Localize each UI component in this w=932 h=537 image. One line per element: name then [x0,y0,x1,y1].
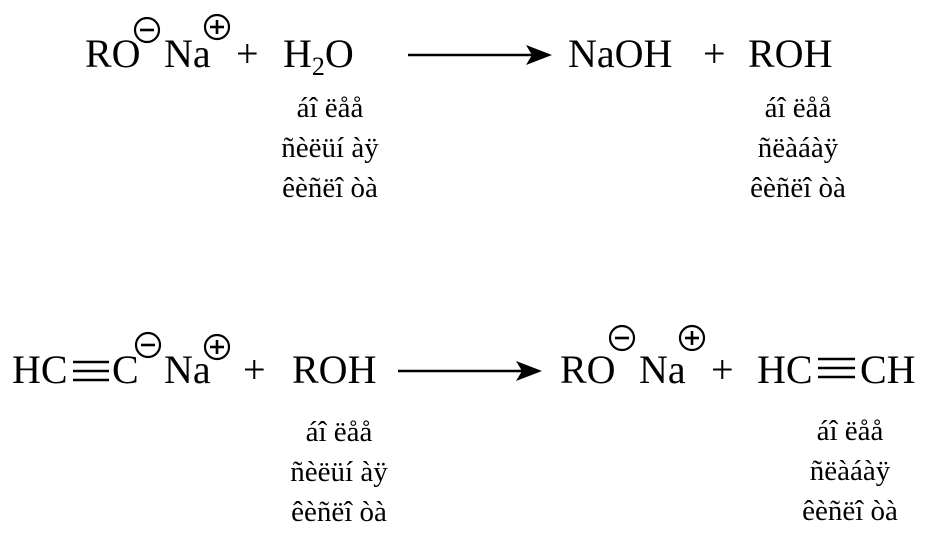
reaction-arrow-icon [398,361,542,381]
r1-product-roh: ROH [748,31,833,76]
r2-reactant-c: C [112,347,139,392]
r2-plus-1: + [243,347,266,392]
r1-product2-label-line-3: êèñëî òà [750,172,846,204]
r1-reactant2-label: áî ëåå ñèëüí àÿ êèñëî òà [240,88,420,208]
r2-product-ch: CH [860,347,916,392]
r1-reactant-water: H2O [283,31,354,81]
r2-product-hc: HC [757,347,813,392]
r1-product2-label-line-1: áî ëåå [764,92,832,124]
r2-plus-2: + [711,347,734,392]
r2-reactant2-label-line-3: êèñëî òà [291,496,387,528]
minus-charge-icon [608,324,636,352]
triple-bond-icon [818,357,855,379]
r2-reactant2-label: áî ëåå ñèëüí àÿ êèñëî òà [249,412,429,532]
reaction-arrow-icon [408,45,552,65]
plus-charge-icon [203,13,231,41]
minus-charge-icon [134,331,162,359]
r2-product2-label: áî ëåå ñëàáàÿ êèñëî òà [760,411,932,531]
r1-plus-2: + [703,31,726,76]
r2-reactant-hc: HC [12,347,68,392]
r2-reactant2-label-line-2: ñèëüí àÿ [290,456,388,488]
r1-product2-label-line-2: ñëàáàÿ [757,132,839,164]
r1-plus-1: + [236,31,259,76]
minus-charge-icon [133,16,161,44]
r1-reactant2-label-line-3: êèñëî òà [282,172,378,204]
plus-charge-icon [678,324,706,352]
r1-product2-label: áî ëåå ñëàáàÿ êèñëî òà [708,88,888,208]
r2-reactant-roh: ROH [292,347,377,392]
r2-product2-label-line-1: áî ëåå [816,415,884,447]
r1-reactant-ro: RO [85,31,141,76]
r1-product-naoh: NaOH [568,31,673,76]
r1-reactant2-label-line-1: áî ëåå [296,92,364,124]
r1-reactant-na: Na [164,31,211,76]
r2-reactant-na: Na [164,347,211,392]
plus-charge-icon [203,333,231,361]
r2-product2-label-line-3: êèñëî òà [802,495,898,527]
r2-product-ro: RO [560,347,616,392]
r1-reactant2-label-line-2: ñèëüí àÿ [281,132,379,164]
r2-product-na: Na [639,347,686,392]
triple-bond-icon [73,360,109,382]
r2-product2-label-line-2: ñëàáàÿ [809,455,891,487]
r2-reactant2-label-line-1: áî ëåå [305,416,373,448]
